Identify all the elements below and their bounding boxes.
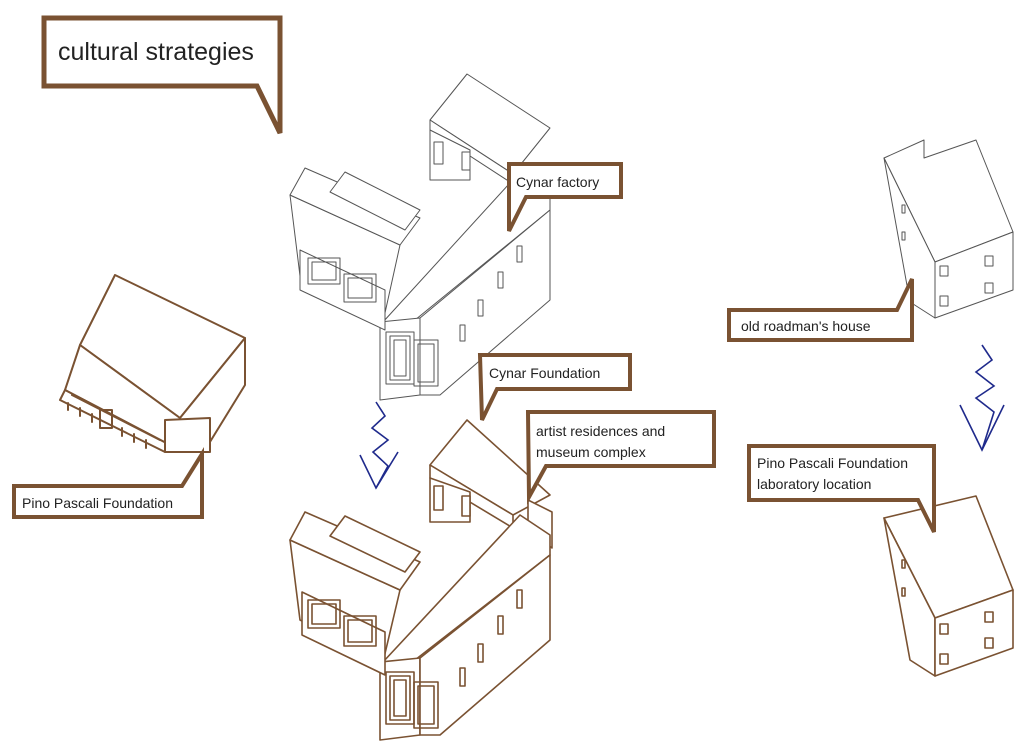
cynar-factory-callout: Cynar factory <box>507 162 623 232</box>
zigzag-down-arrow-icon <box>959 344 1005 452</box>
title-callout: cultural strategies <box>41 15 283 135</box>
old-roadman-callout: old roadman's house <box>727 278 914 342</box>
pino-pascali-foundation-building <box>59 274 246 453</box>
cynar-foundation-label: Cynar Foundation <box>489 365 600 381</box>
lab-location-label-line2: laboratory location <box>757 476 871 492</box>
old-roadman-label: old roadman's house <box>741 318 871 334</box>
cynar-factory-label: Cynar factory <box>516 174 599 190</box>
page-title: cultural strategies <box>58 38 254 66</box>
lab-location-label-line1: Pino Pascali Foundation <box>757 455 908 471</box>
cynar-foundation-callout: Cynar Foundation <box>477 353 632 421</box>
cynar-factory-building <box>289 73 551 401</box>
artist-residences-label-line2: museum complex <box>536 444 646 460</box>
old-roadman-house <box>883 139 1014 319</box>
artist-residences-label-line1: artist residences and <box>536 423 665 439</box>
lab-location-callout: Pino Pascali Foundation laboratory locat… <box>747 444 936 533</box>
cynar-foundation-building <box>289 419 553 741</box>
pino-foundation-label: Pino Pascali Foundation <box>22 495 173 511</box>
artist-residences-callout: artist residences and museum complex <box>525 410 716 505</box>
pino-foundation-callout: Pino Pascali Foundation <box>12 447 204 519</box>
zigzag-down-arrow-icon <box>359 401 399 490</box>
lab-location-house <box>883 495 1014 677</box>
